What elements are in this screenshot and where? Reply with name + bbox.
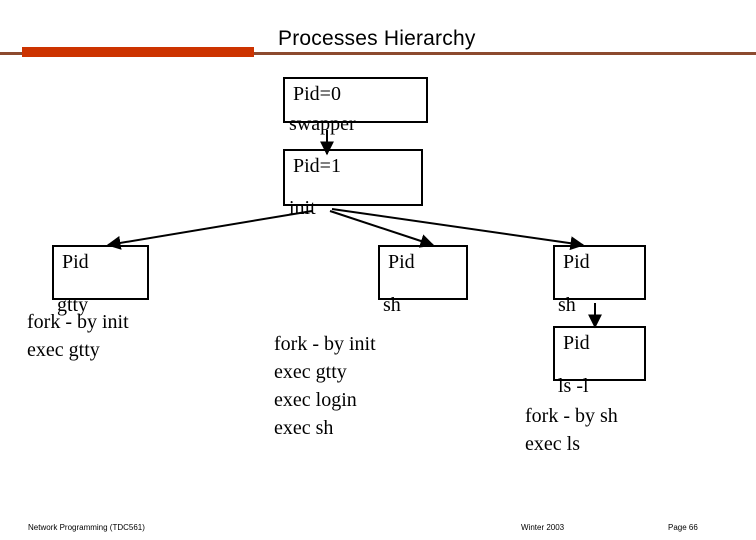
process-box-swapper-label: Pid=0 [293, 83, 341, 105]
header-rule-accent [22, 47, 254, 57]
process-box-swapper: Pid=0 [283, 77, 428, 123]
process-box-sh-right: Pid [553, 245, 646, 300]
process-box-sh-right-label: Pid [563, 251, 590, 273]
process-note-ls: fork - by sh exec ls [525, 405, 618, 455]
header-rule-thin [0, 52, 756, 55]
footer-term-label: Winter 2003 [521, 523, 565, 532]
process-box-sh-middle: Pid [378, 245, 468, 300]
page-title: Processes Hierarchy [278, 27, 476, 50]
process-note-sh-middle: fork - by init exec gtty exec login exec… [274, 333, 376, 439]
process-box-init-label: Pid=1 [293, 155, 341, 177]
process-box-gtty-label: Pid [62, 251, 89, 273]
footer-course-label: Network Programming (TDC561) [28, 523, 145, 532]
process-caption-swapper: swapper [289, 113, 356, 135]
footer-page-number: Page 66 [668, 523, 698, 532]
process-caption-sh-right: sh [558, 294, 576, 316]
process-box-ls-label: Pid [563, 332, 590, 354]
process-caption-init: init [289, 197, 316, 219]
edge-init-sh-right [331, 208, 585, 251]
process-caption-gtty: gtty [57, 294, 89, 316]
process-box-ls: Pid [553, 326, 646, 381]
process-box-sh-middle-label: Pid [388, 251, 415, 273]
process-caption-sh-middle: sh [383, 294, 401, 316]
process-box-init: Pid=1 [283, 149, 423, 206]
edge-init-sh-middle [329, 210, 435, 248]
process-box-gtty: Pid [52, 245, 149, 300]
edge-init-gtty [106, 210, 313, 250]
process-caption-ls: ls -l [558, 375, 589, 397]
process-note-gtty: fork - by init exec gtty [27, 311, 129, 361]
